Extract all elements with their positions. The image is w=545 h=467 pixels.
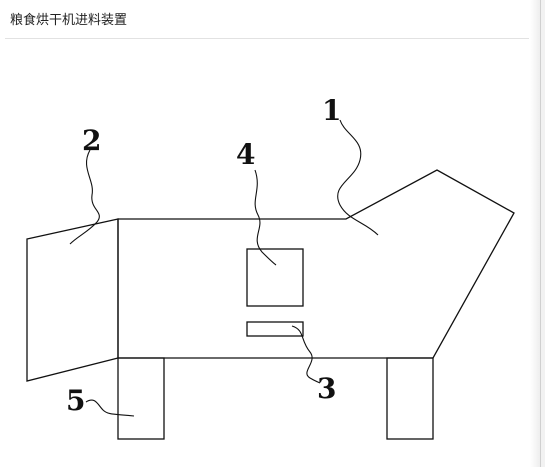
leader-line-3 xyxy=(291,325,321,384)
observation-window xyxy=(246,248,304,307)
scroll-shade xyxy=(530,0,540,467)
part-label-1: 1 xyxy=(322,94,341,127)
scrollbar[interactable] xyxy=(540,0,545,467)
left-leg xyxy=(117,357,165,440)
control-slot xyxy=(246,321,304,337)
title-divider xyxy=(5,38,529,39)
main-body xyxy=(117,169,515,359)
leader-line-2 xyxy=(69,149,100,245)
part-label-2: 2 xyxy=(82,124,101,157)
leader-line-5 xyxy=(85,399,135,417)
leader-line-1 xyxy=(337,119,379,236)
inlet-hopper xyxy=(26,218,119,382)
leader-line-4 xyxy=(254,169,277,266)
part-label-3: 3 xyxy=(317,372,336,405)
page-title: 粮食烘干机进料装置 xyxy=(10,13,128,28)
part-label-5: 5 xyxy=(66,384,85,417)
part-label-4: 4 xyxy=(236,138,255,171)
right-leg xyxy=(386,357,434,440)
